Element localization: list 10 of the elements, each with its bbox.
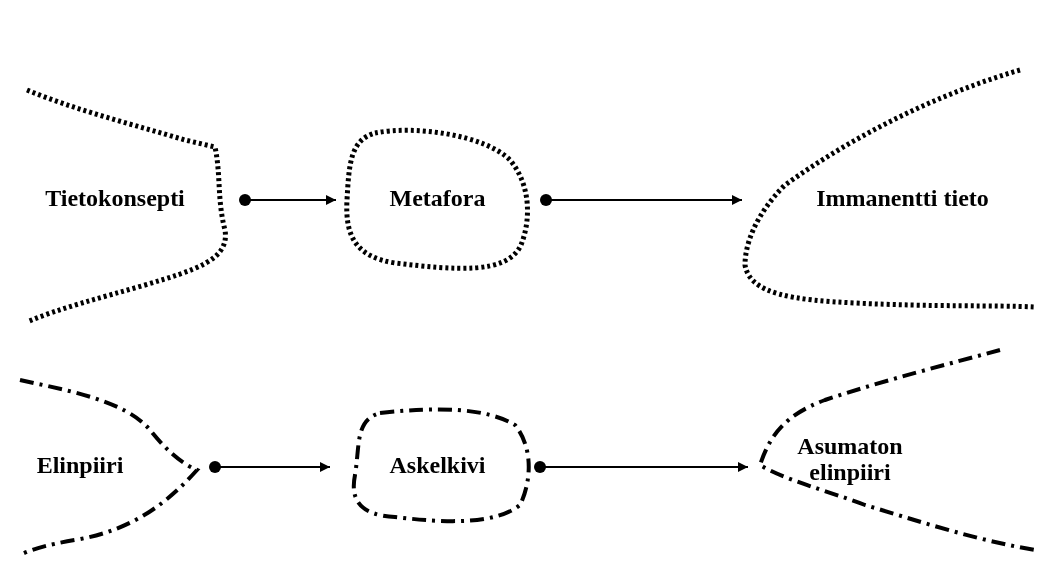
- arrow: [534, 461, 749, 473]
- node-label: Elinpiiri: [35, 452, 125, 479]
- arrow: [239, 194, 337, 206]
- node-label: Metafora: [388, 185, 487, 212]
- node-label: Asumaton elinpiiri: [796, 433, 904, 486]
- node-label: Askelkivi: [388, 452, 487, 479]
- arrow: [209, 461, 331, 473]
- node-label: Tietokonsepti: [44, 185, 186, 212]
- node-label: Immanentti tieto: [815, 185, 990, 212]
- arrow: [540, 194, 743, 206]
